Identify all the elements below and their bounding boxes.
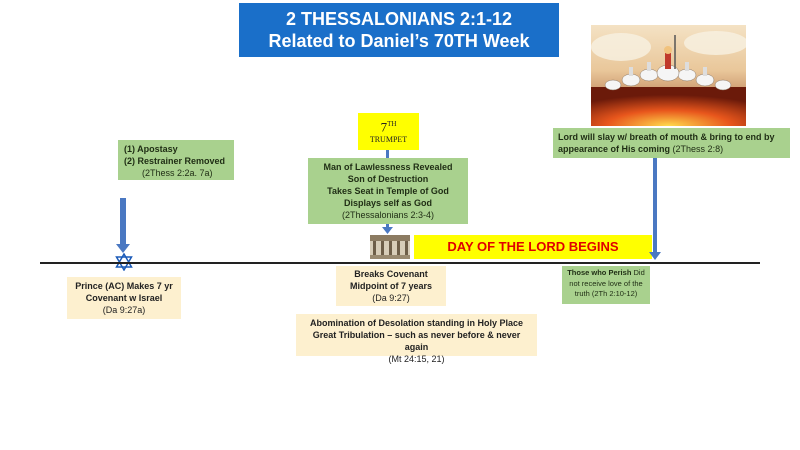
breaks-line-2: Midpoint of 7 years	[349, 281, 432, 291]
lord-slay-box: Lord will slay w/ breath of mouth & brin…	[553, 128, 790, 158]
those-who-perish-box: Those who Perish Did not receive love of…	[562, 266, 650, 304]
lawless-arrow	[386, 224, 389, 228]
lawlessness-box: Man of Lawlessness Revealed Son of Destr…	[308, 158, 468, 224]
slay-arrow	[653, 158, 657, 254]
perish-bold: Those who Perish	[567, 268, 632, 277]
breaks-ref: (Da 9:27)	[372, 293, 410, 303]
lawless-line-2: Son of Destruction	[347, 174, 429, 184]
abomination-line-2: Great Tribulation – such as never before…	[312, 330, 521, 352]
breaks-line-1: Breaks Covenant	[354, 269, 428, 279]
trumpet-word: TRUMPET	[369, 135, 408, 145]
trumpet-connector	[386, 150, 389, 158]
slay-ref: (2Thess 2:8)	[672, 144, 724, 154]
heavenly-army-image	[591, 25, 746, 126]
title-line-1: 2 THESSALONIANS 2:1-12	[285, 9, 513, 29]
perish-line-3: truth (2Th 2:10-12)	[574, 289, 638, 298]
apostasy-line-1: (1) Apostasy	[124, 144, 178, 154]
prince-covenant-box: Prince (AC) Makes 7 yr Covenant w Israel…	[67, 277, 181, 319]
timeline-axis	[40, 262, 760, 264]
seventh-trumpet-label: 7TH TRUMPET	[358, 113, 419, 150]
apostasy-arrow	[120, 198, 126, 246]
lawless-arrow-head	[382, 227, 393, 234]
slay-line-2: appearance of His coming	[558, 144, 671, 154]
abomination-line-1: Abomination of Desolation standing in Ho…	[309, 318, 524, 328]
apostasy-box: (1) Apostasy (2) Restrainer Removed (2Th…	[118, 140, 234, 180]
breaks-covenant-box: Breaks Covenant Midpoint of 7 years (Da …	[336, 266, 446, 306]
prince-ref: (Da 9:27a)	[102, 305, 146, 315]
prince-line-2: Covenant w Israel	[85, 293, 163, 303]
abomination-box: Abomination of Desolation standing in Ho…	[296, 314, 537, 364]
slay-arrow-head	[649, 252, 661, 260]
apostasy-ref: (2Thess 2:2a. 7a)	[142, 168, 213, 178]
apostasy-arrow-head	[116, 244, 130, 253]
lawless-ref: (2Thessalonians 2:3-4)	[341, 210, 435, 220]
perish-line-2: not receive love of the	[569, 278, 643, 288]
trumpet-number: 7	[380, 119, 388, 135]
apostasy-line-2: (2) Restrainer Removed	[124, 156, 226, 166]
trumpet-suffix: TH	[387, 120, 397, 128]
lawless-line-4: Displays self as God	[343, 198, 433, 208]
temple-image	[370, 235, 410, 259]
abomination-ref: (Mt 24:15, 21)	[388, 354, 445, 364]
slay-line-1: Lord will slay w/ breath of mouth & brin…	[558, 132, 775, 142]
perish-line-1-rest: Did	[633, 268, 645, 277]
lawless-line-3: Takes Seat in Temple of God	[327, 186, 449, 196]
prince-line-1: Prince (AC) Makes 7 yr	[75, 281, 173, 291]
page-title: 2 THESSALONIANS 2:1-12 Related to Daniel…	[239, 3, 559, 57]
title-line-2: Related to Daniel’s 70TH Week	[268, 31, 530, 51]
lawless-line-1: Man of Lawlessness Revealed	[323, 162, 453, 172]
day-of-the-lord-banner: DAY OF THE LORD BEGINS	[414, 235, 652, 259]
